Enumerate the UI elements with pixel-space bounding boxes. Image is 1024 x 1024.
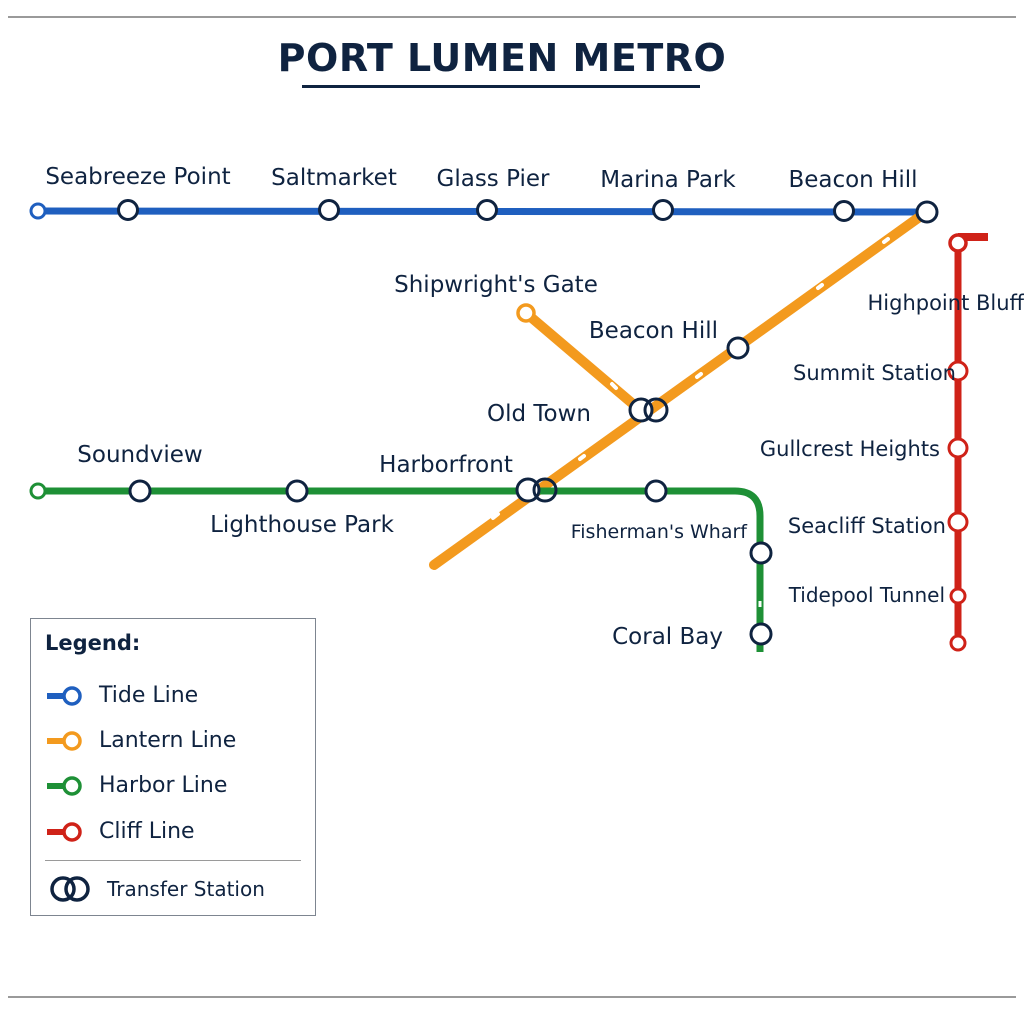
label-seabreeze-point: Seabreeze Point — [45, 164, 230, 190]
label-fishermans-wharf: Fisherman's Wharf — [571, 521, 749, 543]
title-underline — [302, 85, 700, 88]
legend-label-harbor: Harbor Line — [99, 773, 228, 798]
harbor-line — [38, 487, 764, 652]
lantern-dash — [695, 372, 703, 379]
station-soundview[interactable] — [128, 479, 152, 503]
lantern-line-dashes — [491, 237, 890, 520]
legend-label-transfer: Transfer Station — [107, 877, 265, 901]
tide-stations — [29, 199, 939, 224]
legend-item-transfer: Transfer Station — [47, 874, 307, 904]
label-harborfront: Harborfront — [379, 452, 513, 478]
label-tidepool-tunnel: Tidepool Tunnel — [788, 583, 945, 607]
lantern-line-swatch-icon — [47, 731, 82, 751]
cliff-stations — [947, 233, 969, 652]
legend-label-tide: Tide Line — [99, 683, 199, 708]
lantern-line-branch-track — [521, 308, 645, 415]
harbor-line-track — [38, 487, 764, 652]
top-frame-rule — [8, 16, 1016, 18]
lantern-dash — [816, 283, 824, 290]
lantern-dash — [578, 454, 586, 461]
label-gullcrest-heights: Gullcrest Heights — [760, 437, 940, 461]
station-fishermans-wharf-a[interactable] — [644, 479, 668, 503]
label-lighthouse-park: Lighthouse Park — [210, 512, 394, 538]
lantern-dash — [882, 237, 890, 244]
station-beacon-hill-lantern[interactable] — [726, 336, 750, 360]
legend-title: Legend: — [45, 631, 141, 655]
station-fishermans-wharf[interactable] — [749, 541, 773, 565]
station-seacliff-station[interactable] — [947, 511, 969, 533]
terminus-marker[interactable] — [949, 634, 967, 652]
transfer-harborfront-b[interactable] — [532, 477, 558, 503]
label-coral-bay: Coral Bay — [612, 624, 723, 650]
station-highpoint-bluff[interactable] — [948, 233, 968, 253]
label-beacon-hill-lantern: Beacon Hill — [589, 318, 718, 344]
transfer-station-icon — [50, 876, 90, 902]
station-glass-pier[interactable] — [476, 199, 498, 221]
station-seabreeze-point[interactable] — [117, 199, 139, 221]
map-title: PORT LUMEN METRO — [277, 36, 727, 80]
transfer-harborfront-a[interactable] — [515, 477, 541, 503]
lantern-dash — [610, 382, 618, 390]
label-soundview: Soundview — [77, 442, 202, 468]
label-seacliff-station: Seacliff Station — [788, 514, 946, 538]
label-highpoint-bluff: Highpoint Bluff — [867, 291, 1024, 315]
harbor-stations — [29, 477, 773, 646]
tide-line-swatch-icon — [47, 686, 82, 706]
station-marina-park[interactable] — [652, 199, 674, 221]
station-gullcrest-heights[interactable] — [947, 437, 969, 459]
label-saltmarket: Saltmarket — [271, 165, 397, 191]
station-lighthouse-park[interactable] — [285, 479, 309, 503]
label-marina-park: Marina Park — [600, 167, 736, 193]
terminus-marker[interactable] — [29, 482, 47, 500]
junction-marker[interactable] — [915, 200, 939, 224]
station-tidepool-tunnel[interactable] — [949, 587, 967, 605]
station-shipwrights-gate[interactable] — [516, 303, 536, 323]
cliff-line-swatch-icon — [47, 822, 82, 842]
station-beacon-hill-tide[interactable] — [833, 200, 855, 222]
legend-item-tide: Tide Line — [47, 681, 307, 711]
transfer-old-town-b[interactable] — [643, 397, 669, 423]
legend-item-harbor: Harbor Line — [47, 771, 307, 801]
label-beacon-hill-tide: Beacon Hill — [788, 167, 917, 193]
station-coral-bay[interactable] — [749, 622, 773, 646]
station-summit-station[interactable] — [947, 360, 969, 382]
terminus-marker[interactable] — [29, 202, 47, 220]
legend-label-cliff: Cliff Line — [99, 819, 195, 844]
label-summit-station: Summit Station — [793, 361, 956, 385]
lantern-line-main-track — [429, 213, 923, 570]
station-labels: Seabreeze Point Saltmarket Glass Pier Ma… — [45, 164, 1024, 650]
lantern-stations — [516, 303, 750, 423]
legend-divider — [45, 860, 301, 861]
lantern-dash — [491, 512, 500, 520]
legend-item-lantern: Lantern Line — [47, 726, 307, 756]
station-saltmarket[interactable] — [318, 199, 340, 221]
legend-label-lantern: Lantern Line — [99, 728, 237, 753]
harbor-line-swatch-icon — [47, 776, 82, 796]
label-shipwrights-gate: Shipwright's Gate — [394, 272, 598, 298]
bottom-frame-rule — [8, 996, 1016, 998]
lantern-line — [429, 213, 923, 570]
label-old-town: Old Town — [487, 401, 591, 427]
map-legend: Legend: Tide Line Lantern Line Harbor Li… — [30, 618, 316, 916]
label-glass-pier: Glass Pier — [437, 166, 550, 192]
legend-item-cliff: Cliff Line — [47, 817, 307, 847]
